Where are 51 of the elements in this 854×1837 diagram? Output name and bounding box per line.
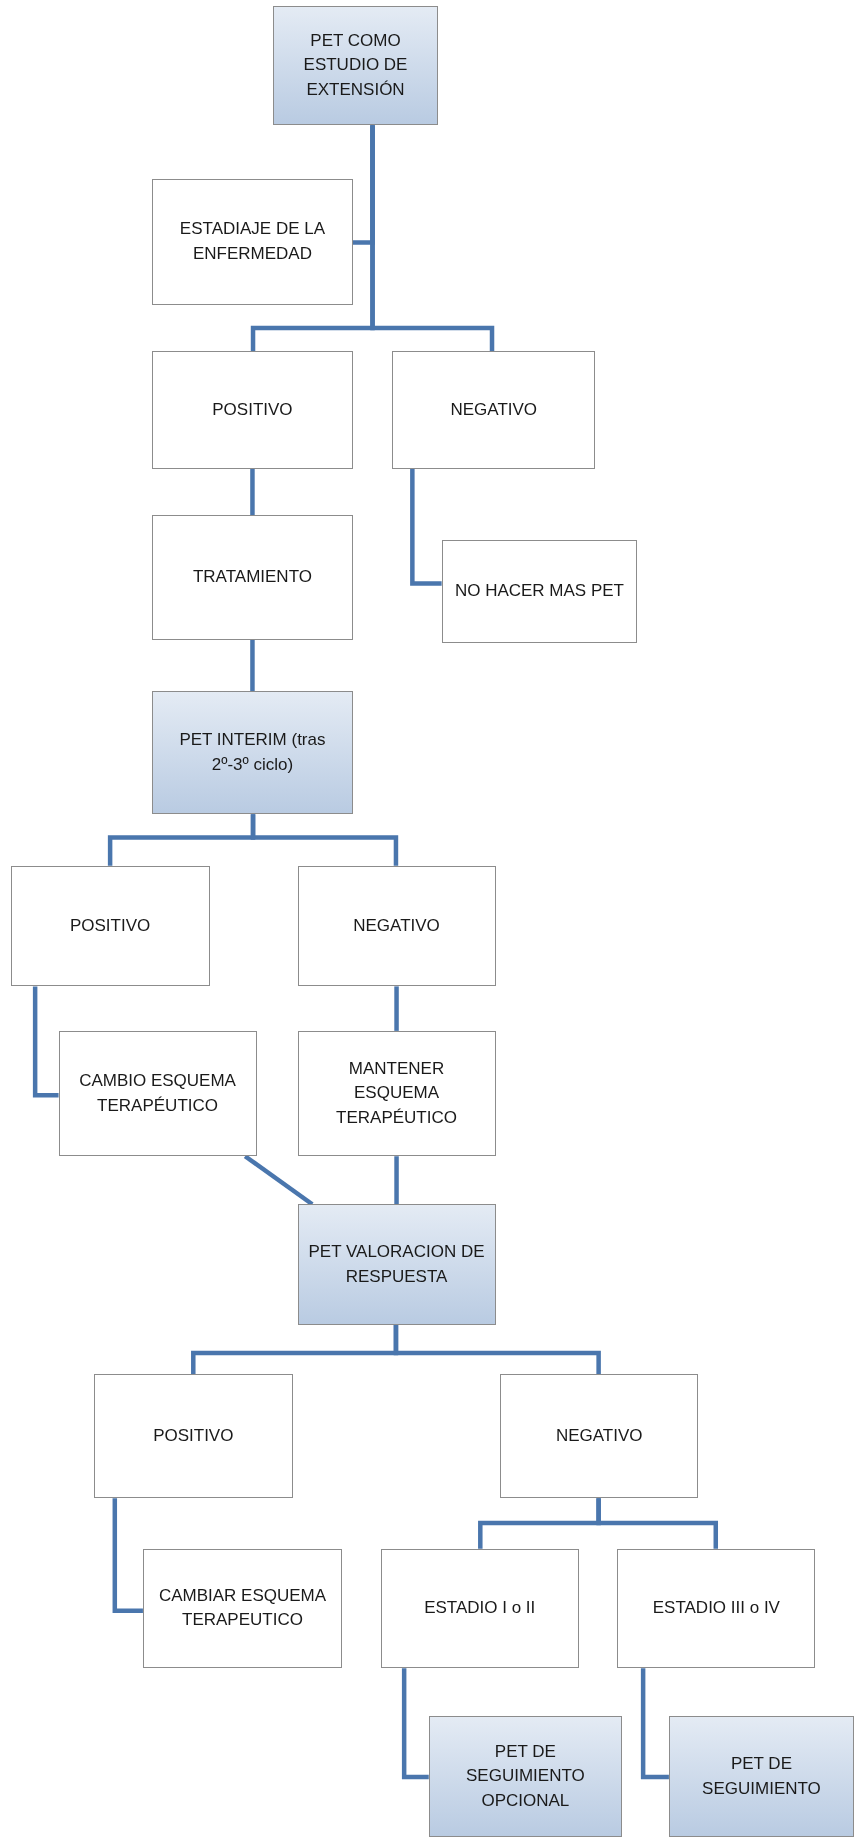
step-label: POSITIVO xyxy=(153,1424,234,1447)
connector-line xyxy=(112,1498,143,1613)
connector-line xyxy=(401,1668,429,1780)
highlighted-step-box xyxy=(272,5,439,126)
connector-line xyxy=(32,986,59,1098)
step-label: NEGATIVO xyxy=(555,1424,643,1447)
highlighted-step-box xyxy=(428,1716,623,1837)
step-box xyxy=(152,179,353,305)
step-label: MANTENER ESQUEMA TERAPÉUTICO xyxy=(335,1057,458,1129)
step-label: PET VALORACION DE RESPUESTA xyxy=(307,1240,486,1288)
step-box xyxy=(617,1548,816,1669)
connector-line xyxy=(370,125,495,352)
step-box xyxy=(441,540,638,644)
step-box xyxy=(297,1030,496,1157)
connector-line xyxy=(393,1324,601,1375)
connector-line xyxy=(250,814,399,866)
step-box xyxy=(152,515,353,640)
step-box xyxy=(58,1030,257,1157)
step-label: CAMBIO ESQUEMA TERAPÉUTICO xyxy=(78,1069,237,1117)
highlighted-step-box xyxy=(297,1204,496,1325)
step-box xyxy=(152,351,353,469)
step-label: PET COMO ESTUDIO DE EXTENSIÓN xyxy=(302,29,409,101)
connector-line xyxy=(250,468,255,516)
highlighted-step-box xyxy=(152,691,353,815)
highlighted-step-box xyxy=(668,1716,854,1837)
connector-line xyxy=(596,1498,718,1549)
step-box xyxy=(93,1374,293,1499)
step-label: POSITIVO xyxy=(212,398,293,421)
step-box xyxy=(10,865,210,987)
step-label: ESTADIO III o IV xyxy=(652,1597,780,1620)
step-label: NO HACER MAS PET xyxy=(454,580,624,603)
step-label: CAMBIAR ESQUEMA TERAPEUTICO xyxy=(157,1584,328,1632)
step-box xyxy=(380,1548,579,1669)
step-label: TRATAMIENTO xyxy=(192,566,312,589)
step-label: POSITIVO xyxy=(69,914,151,937)
step-label: PET INTERIM (tras 2º-3º ciclo) xyxy=(178,729,327,776)
connector-line xyxy=(250,639,255,692)
step-box xyxy=(297,865,496,987)
step-box xyxy=(392,351,596,469)
connector-line xyxy=(394,986,399,1031)
step-label: ESTADIAJE DE LA ENFERMEDAD xyxy=(178,218,327,265)
connector-line xyxy=(640,1668,669,1780)
step-label: PET DE SEGUIMIENTO xyxy=(701,1752,822,1800)
step-label: NEGATIVO xyxy=(450,398,538,421)
connector-line xyxy=(410,468,442,586)
step-box xyxy=(142,1548,343,1669)
step-label: PET DE SEGUIMIENTO OPCIONAL xyxy=(465,1740,586,1812)
step-label: ESTADIO I o II xyxy=(424,1597,536,1620)
step-label: NEGATIVO xyxy=(353,914,440,937)
step-box xyxy=(500,1374,699,1499)
connector-line xyxy=(394,1156,399,1205)
